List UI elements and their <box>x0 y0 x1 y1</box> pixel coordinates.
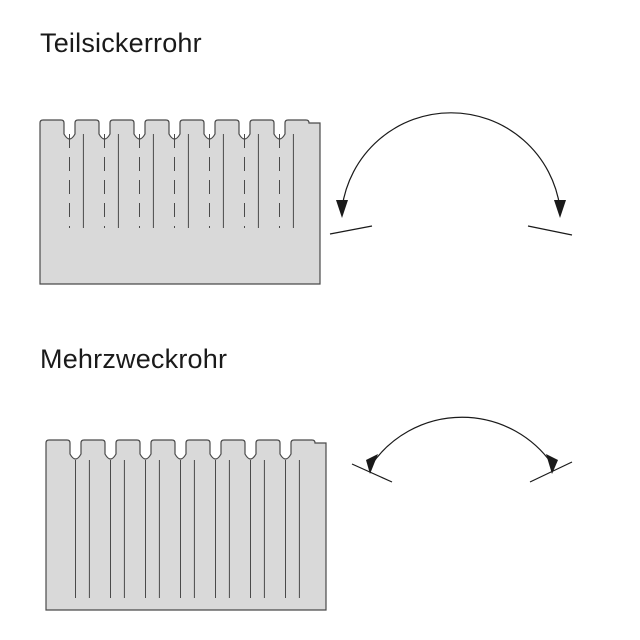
teilsickerrohr-perforation-arc-arrow-icon <box>341 112 561 209</box>
mehrzweckrohr-arrowhead-left-icon <box>366 454 378 474</box>
teilsickerrohr-perforation-boundary-left <box>329 225 373 235</box>
mehrzweckrohr-side-view <box>45 439 327 611</box>
teilsickerrohr-arrowhead-right-icon <box>554 200 566 218</box>
teilsickerrohr-slot-lines <box>69 134 294 228</box>
teilsickerrohr-perforation-boundary-right <box>527 225 573 236</box>
section-title-mehrzweckrohr: Mehrzweckrohr <box>40 344 228 374</box>
mehrzweckrohr-arrowhead-right-icon <box>546 454 558 474</box>
mehrzweckrohr-slot-lines <box>75 460 300 598</box>
mehrzweckrohr-perforation-boundary-right <box>529 461 573 483</box>
teilsickerrohr-figure <box>0 90 640 320</box>
mehrzweckrohr-perforation-arc-arrow-icon <box>371 416 553 465</box>
teilsickerrohr-side-view <box>39 119 321 285</box>
section-title-teilsickerrohr: Teilsickerrohr <box>40 28 202 58</box>
teilsickerrohr-diagram-svg <box>39 112 573 285</box>
mehrzweckrohr-figure <box>0 410 640 640</box>
mehrzweckrohr-diagram-svg <box>45 416 573 611</box>
mehrzweckrohr-perforation-boundary-left <box>351 463 393 483</box>
teilsickerrohr-arrowhead-left-icon <box>336 200 348 218</box>
